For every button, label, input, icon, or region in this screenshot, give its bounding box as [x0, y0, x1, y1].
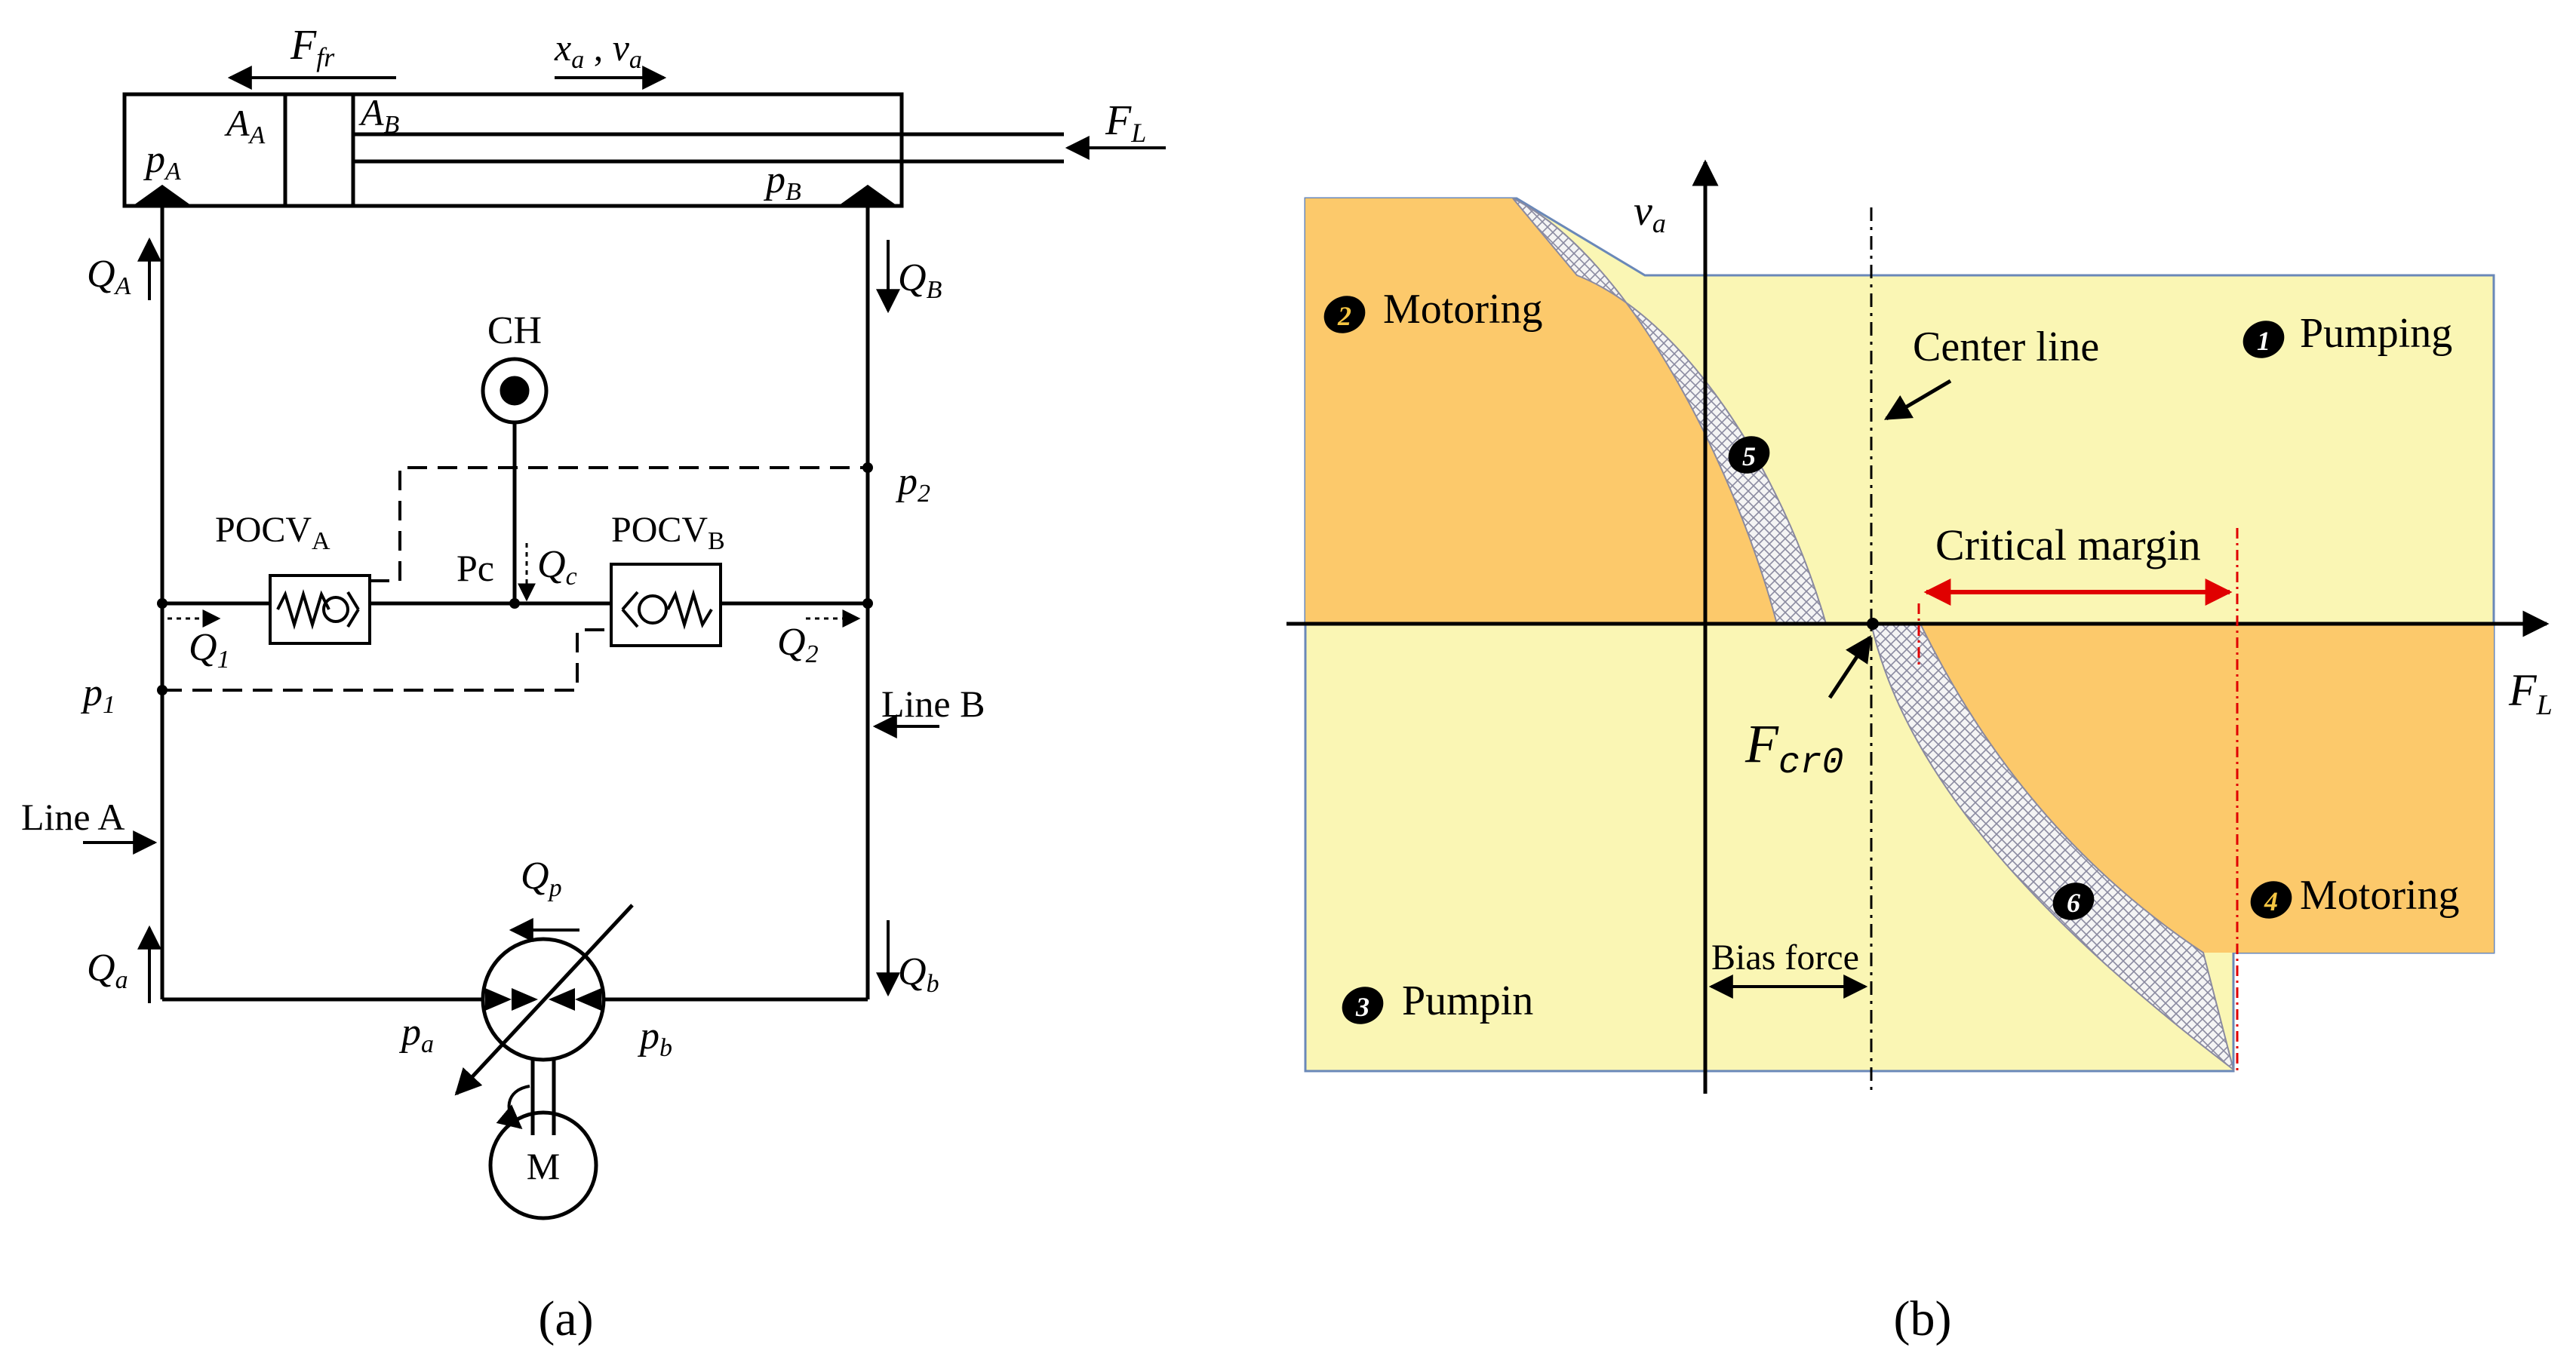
pocv-a-label: POCVA [215, 510, 330, 555]
pressure-pc-label: Pc [456, 547, 494, 589]
pressure-p1-label: p1 [80, 671, 115, 719]
pocv-b-valve [610, 563, 722, 647]
region-label-pumping-1: Pumping [2300, 310, 2452, 357]
region-label-motoring-4: Motoring [2300, 872, 2460, 919]
circuit-labels: Ffr xa , va AA AB FL pA pB QA QB Q1 Q2 Q… [21, 22, 1146, 1346]
flow-Q1-label: Q1 [189, 626, 230, 674]
pressure-A-label: pA [143, 138, 181, 186]
flow-Qa-label: Qa [87, 947, 128, 994]
flow-QB-label: QB [898, 256, 942, 304]
area-b-label: AB [358, 91, 400, 139]
critical-force-point [1867, 618, 1879, 630]
motor-label: M [527, 1145, 560, 1187]
friction-force-label: Ffr [290, 22, 335, 72]
region-badge-4: 4 [2250, 881, 2292, 919]
charge-label: CH [487, 309, 542, 352]
svg-text:3: 3 [1355, 992, 1369, 1022]
pocv-b-spring [666, 589, 713, 630]
svg-text:1: 1 [2257, 326, 2270, 356]
region-badge-2: 2 [1323, 296, 1366, 333]
pocv-a-valve [269, 574, 371, 645]
flow-Qp-label: Qp [521, 855, 562, 902]
region-badge-6: 6 [2052, 882, 2095, 920]
region-badge-3: 3 [1342, 987, 1384, 1024]
region-badge-5: 5 [1728, 436, 1770, 474]
pilot-line-b [370, 466, 868, 582]
flow-Q2-label: Q2 [777, 621, 819, 668]
quadrant-plot: 1 Pumping 2 Motoring 3 Pumpin 4 Motoring… [1286, 159, 2553, 1346]
variable-displacement-arrow [454, 904, 634, 1096]
port-a [130, 184, 195, 208]
charge-unit-dot [500, 376, 530, 406]
region-label-motoring-2: Motoring [1383, 286, 1543, 333]
line-a-label: Line A [21, 796, 124, 838]
pressure-p2-label: p2 [895, 460, 930, 508]
pressure-pb-label: pb [637, 1014, 672, 1062]
pocv-a-ball [322, 596, 349, 623]
cylinder-body [122, 92, 904, 208]
displacement-velocity-label: xa , va [554, 26, 642, 74]
flow-Qc-label: Qc [537, 543, 577, 591]
flow-Qb-label: Qb [898, 950, 939, 998]
pocv-b-ball [638, 594, 668, 625]
svg-text:5: 5 [1742, 441, 1756, 471]
electric-motor [488, 1110, 598, 1220]
line-b-label: Line B [881, 683, 985, 725]
area-a-label: AA [224, 102, 266, 149]
region-badge-1: 1 [2242, 321, 2285, 358]
region-label-pumping-3: Pumpin [1402, 978, 1533, 1024]
center-line-label: Center line [1913, 324, 2099, 370]
motoring-region-4 [1920, 624, 2494, 953]
piston [283, 92, 355, 208]
flow-QA-label: QA [87, 253, 131, 300]
pocv-a-spring [276, 589, 330, 630]
y-axis-label: va [1634, 188, 1666, 238]
critical-force-callout [1827, 635, 1872, 699]
caption-a: (a) [538, 1291, 593, 1346]
port-b [835, 184, 900, 208]
hatched-zone-6 [1870, 623, 2235, 1072]
svg-text:6: 6 [2067, 888, 2080, 918]
caption-b: (b) [1894, 1291, 1952, 1346]
critical-force-label: Fcr0 [1744, 714, 1843, 784]
hydraulic-circuit [83, 66, 1166, 1220]
x-axis-label: FL [2508, 665, 2553, 721]
pump [481, 937, 606, 1062]
pressure-B-label: pB [763, 158, 801, 206]
center-line-callout [1883, 379, 1952, 421]
svg-text:2: 2 [1337, 301, 1351, 331]
motoring-region-2 [1305, 198, 1777, 624]
pocv-b-label: POCVB [611, 510, 725, 555]
load-force-label: FL [1105, 97, 1146, 148]
pilot-line-a [162, 628, 611, 692]
pressure-pa-label: pa [398, 1011, 434, 1058]
bias-force-label: Bias force [1711, 938, 1859, 978]
svg-text:4: 4 [2264, 886, 2278, 916]
critical-margin-label: Critical margin [1935, 520, 2201, 569]
